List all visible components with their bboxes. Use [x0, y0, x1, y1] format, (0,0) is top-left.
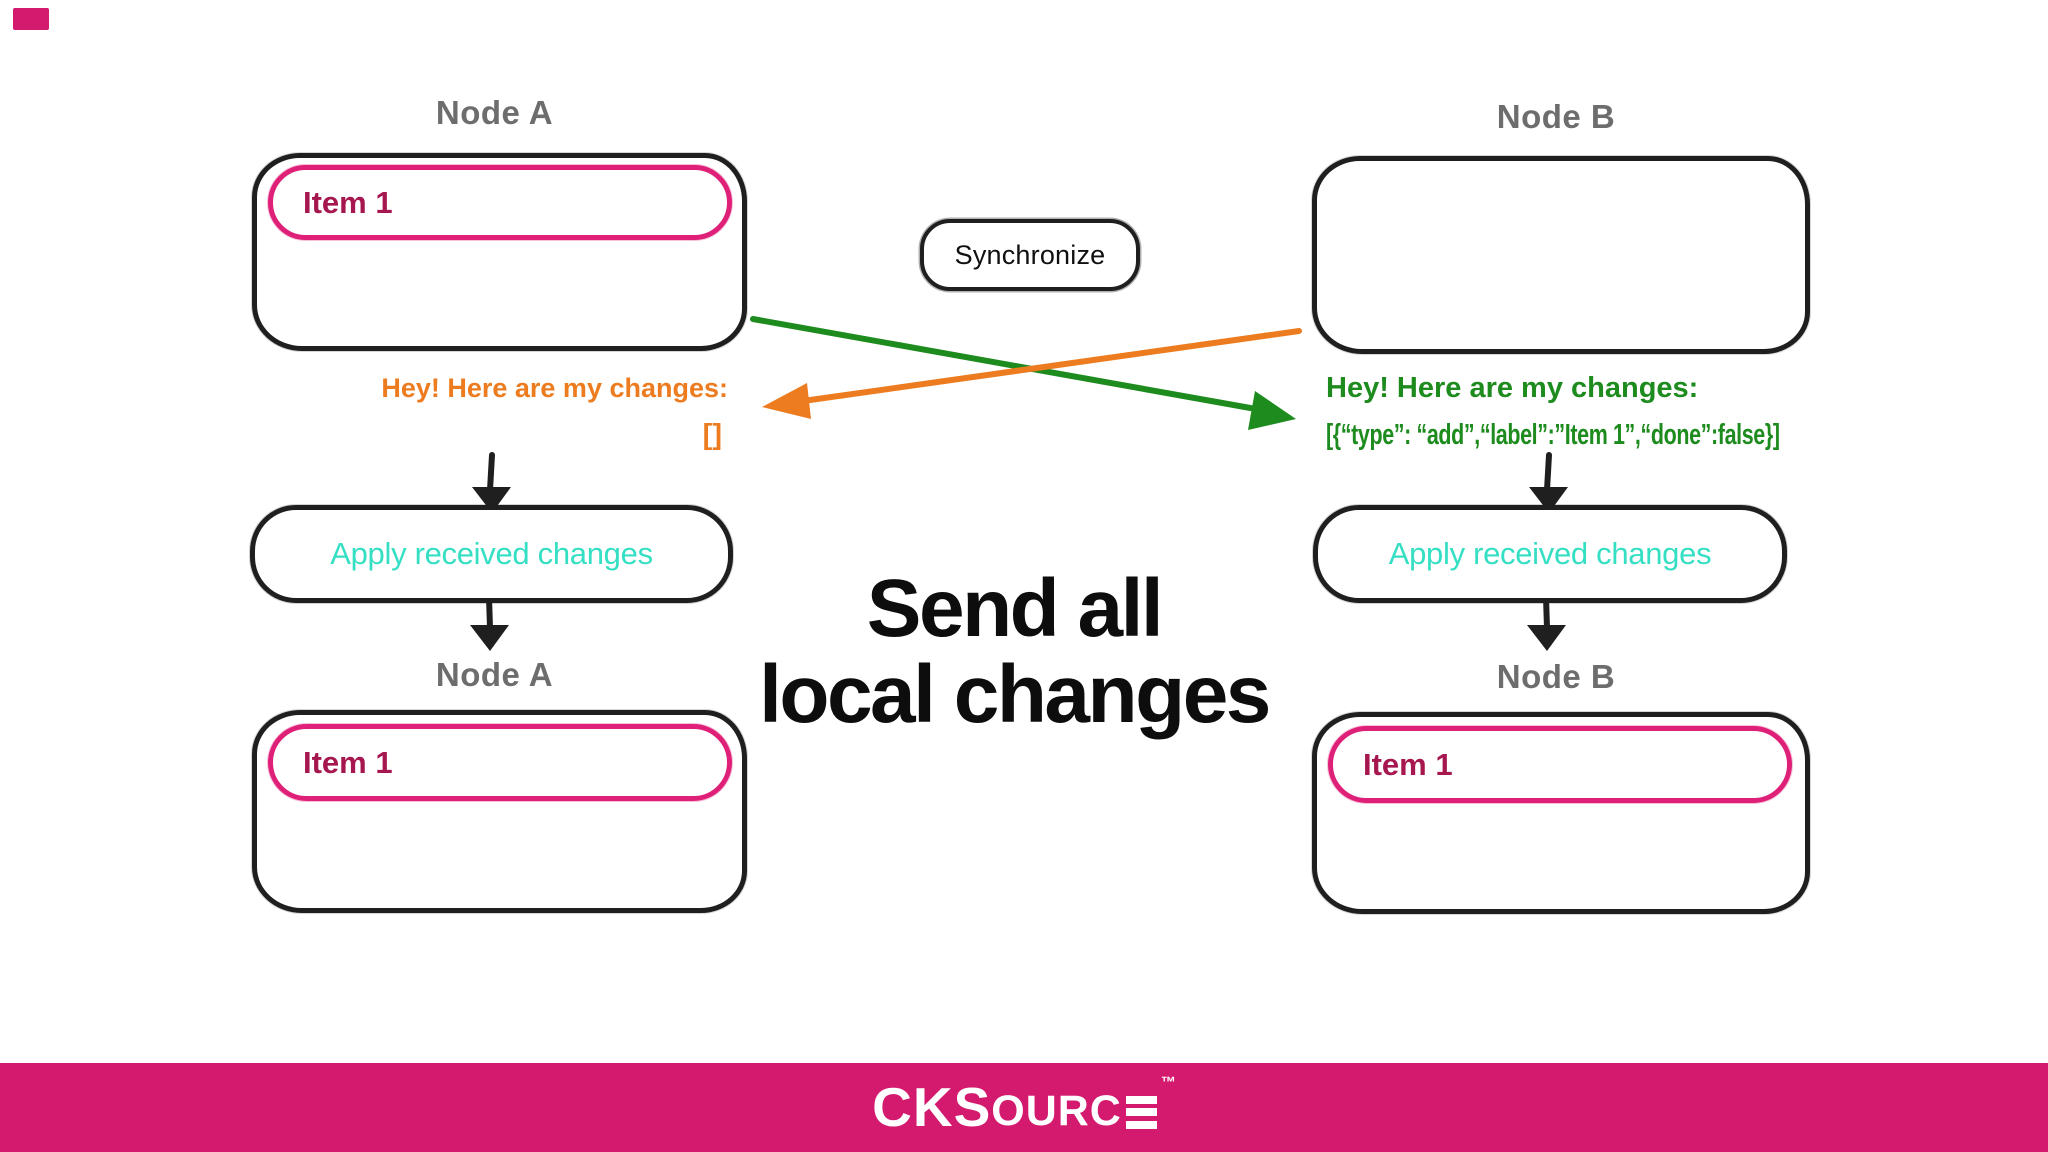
message-to-node-a-heading: Hey! Here are my changes: — [381, 373, 728, 403]
message-to-node-b-heading: Hey! Here are my changes: — [1326, 372, 1699, 404]
node-a-bottom-item-pill: Item 1 — [268, 724, 732, 801]
item-label: Item 1 — [303, 744, 393, 780]
slide-title-line1: Send all — [866, 563, 1164, 654]
message-to-node-a: Hey! Here are my changes: [] — [338, 371, 728, 452]
node-b-top-box — [1312, 156, 1810, 354]
node-b-top-label: Node B — [1496, 98, 1616, 135]
node-b-bottom-label: Node B — [1496, 658, 1616, 695]
item-label: Item 1 — [303, 184, 393, 220]
logo-e-bar — [1125, 1095, 1157, 1104]
node-a-top-label: Node A — [435, 94, 554, 131]
apply-received-changes-left: Apply received changes — [250, 505, 733, 603]
logo-text-cks: CKS — [872, 1076, 992, 1139]
item-label: Item 1 — [1363, 746, 1453, 782]
down-arrow-left-bottom — [470, 594, 509, 651]
logo-e-bar — [1125, 1120, 1157, 1129]
green-arrow — [750, 316, 1296, 430]
apply-received-changes-right: Apply received changes — [1313, 505, 1787, 603]
apply-right-label: Apply received changes — [1388, 536, 1712, 571]
logo-text-ourc: OURC — [991, 1087, 1122, 1136]
logo-e-icon — [1125, 1095, 1157, 1129]
logo-e-bar — [1125, 1108, 1157, 1117]
down-arrow-right-bottom — [1527, 594, 1566, 651]
node-a-top-item-pill: Item 1 — [268, 165, 732, 240]
synchronize-button: Synchronize — [920, 219, 1140, 291]
corner-mark — [13, 8, 49, 30]
trademark-symbol: ™ — [1160, 1074, 1176, 1092]
node-a-bottom-label: Node A — [435, 656, 554, 693]
message-to-node-a-payload: [] — [702, 419, 722, 451]
slide-title: Send all local changes — [674, 566, 1354, 738]
node-b-bottom-item-pill: Item 1 — [1328, 726, 1792, 803]
message-to-node-b: Hey! Here are my changes: [{“type”: “add… — [1326, 371, 1946, 452]
apply-left-label: Apply received changes — [330, 536, 653, 571]
orange-arrow — [762, 328, 1302, 419]
message-to-node-b-payload: [{“type”: “add”,“label”:”Item 1”,“done”:… — [1326, 419, 1780, 451]
synchronize-label: Synchronize — [954, 239, 1106, 270]
slide-title-line2: local changes — [759, 649, 1271, 740]
